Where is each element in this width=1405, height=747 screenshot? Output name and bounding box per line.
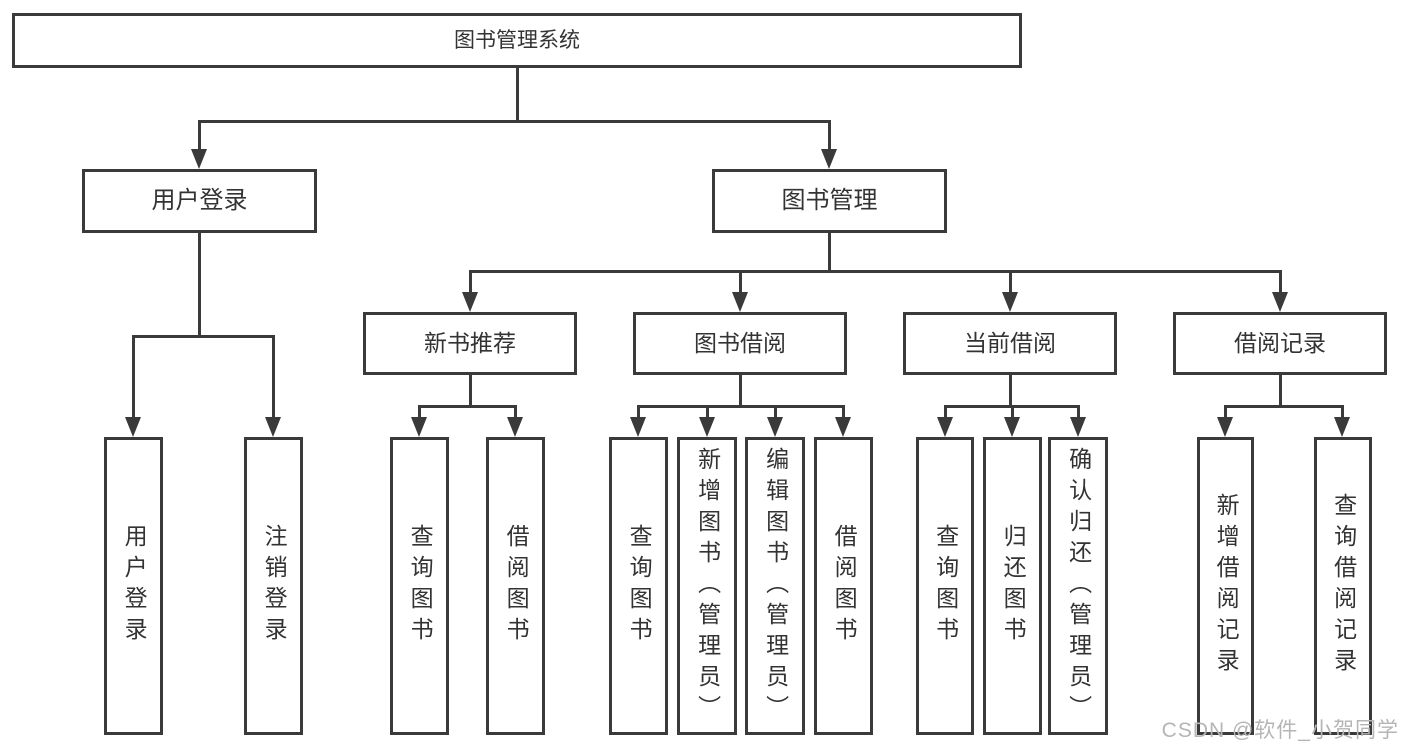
arrow-down-icon [507,417,523,437]
connector-drop [1224,405,1227,418]
arrow-down-icon [732,292,748,312]
node-label: 图书管理系统 [454,29,580,52]
arrow-down-icon [191,149,207,169]
connector-login-bar [132,335,275,338]
arrow-down-icon [630,417,646,437]
arrow-down-icon [411,417,427,437]
leaf-label: 归还图书 [1000,524,1027,648]
arrow-down-icon [699,417,715,437]
connector-group-stem [469,375,472,405]
leaf-edit-book-admin: 编辑图书（管理员） [745,437,805,735]
connector-drop [1009,270,1012,294]
leaf-confirm-return-admin: 确认归还（管理员） [1048,437,1108,735]
watermark: CSDN @软件_小贺同学 [1161,719,1399,742]
node-label: 图书管理 [781,187,878,214]
connector-drop [198,120,201,151]
connector-login-stem [198,233,201,335]
leaf-add-borrow-record: 新增借阅记录 [1197,437,1254,735]
arrow-down-icon [835,417,851,437]
arrow-down-icon [767,417,783,437]
node-borrow-records: 借阅记录 [1173,312,1387,375]
node-label: 当前借阅 [964,330,1056,356]
leaf-label: 查询借阅记录 [1330,493,1357,679]
connector-drop [1279,270,1282,294]
connector-drop [739,270,742,294]
node-label: 图书借阅 [694,330,786,356]
arrow-down-icon [462,292,478,312]
leaf-label: 新增借阅记录 [1213,493,1240,679]
arrow-down-icon [265,417,281,437]
connector-group-stem [1279,375,1282,405]
connector-drop [828,120,831,151]
connector-drop [1341,405,1344,418]
leaf-query-books: 查询图书 [390,437,449,735]
connector-root-bar [198,120,831,123]
leaf-logout: 注销登录 [244,437,303,735]
arrow-down-icon [821,149,837,169]
node-label: 用户登录 [151,187,248,214]
leaf-user-login: 用户登录 [104,437,163,735]
node-new-book-recommendation: 新书推荐 [363,312,577,375]
node-current-borrowing: 当前借阅 [903,312,1117,375]
connector-mgmt-bar [469,270,1282,273]
leaf-label: 注销登录 [261,524,288,648]
leaf-borrow-books: 借阅图书 [814,437,873,735]
leaf-label: 编辑图书（管理员） [762,446,789,726]
arrow-down-icon [1004,417,1020,437]
connector-drop [132,335,135,417]
connector-group-bar [418,405,517,408]
connector-drop [1011,405,1014,418]
arrow-down-icon [1002,292,1018,312]
leaf-label: 查询图书 [626,524,653,648]
arrow-down-icon [1272,292,1288,312]
leaf-label: 确认归还（管理员） [1065,446,1092,726]
leaf-return-books: 归还图书 [983,437,1042,735]
connector-drop [1077,405,1080,418]
leaf-label: 借阅图书 [503,524,530,648]
arrow-down-icon [125,417,141,437]
leaf-borrow-books: 借阅图书 [486,437,545,735]
connector-root-stem [516,68,519,120]
connector-drop [842,405,845,418]
leaf-label: 查询图书 [407,524,434,648]
arrow-down-icon [937,417,953,437]
leaf-label: 用户登录 [121,524,148,648]
connector-drop [514,405,517,418]
connector-drop [272,335,275,417]
node-label: 借阅记录 [1234,330,1326,356]
node-user-login: 用户登录 [82,169,317,233]
node-book-management: 图书管理 [712,169,947,233]
leaf-query-books: 查询图书 [916,437,974,735]
node-library-system: 图书管理系统 [12,13,1022,68]
node-label: 新书推荐 [424,330,516,356]
connector-drop [469,270,472,294]
leaf-query-borrow-record: 查询借阅记录 [1314,437,1372,735]
connector-drop [944,405,947,418]
connector-group-stem [739,375,742,405]
leaf-query-books: 查询图书 [609,437,668,735]
connector-group-bar [637,405,845,408]
connector-drop [774,405,777,418]
connector-drop [418,405,421,418]
connector-group-bar [1224,405,1344,408]
leaf-label: 借阅图书 [831,524,858,648]
leaf-label: 新增图书（管理员） [694,446,721,726]
connector-group-stem [1009,375,1012,405]
connector-drop [637,405,640,418]
arrow-down-icon [1334,417,1350,437]
connector-mgmt-stem [828,233,831,270]
leaf-label: 查询图书 [932,524,959,648]
leaf-add-book-admin: 新增图书（管理员） [677,437,737,735]
arrow-down-icon [1217,417,1233,437]
connector-drop [706,405,709,418]
node-book-borrowing: 图书借阅 [633,312,847,375]
arrow-down-icon [1070,417,1086,437]
